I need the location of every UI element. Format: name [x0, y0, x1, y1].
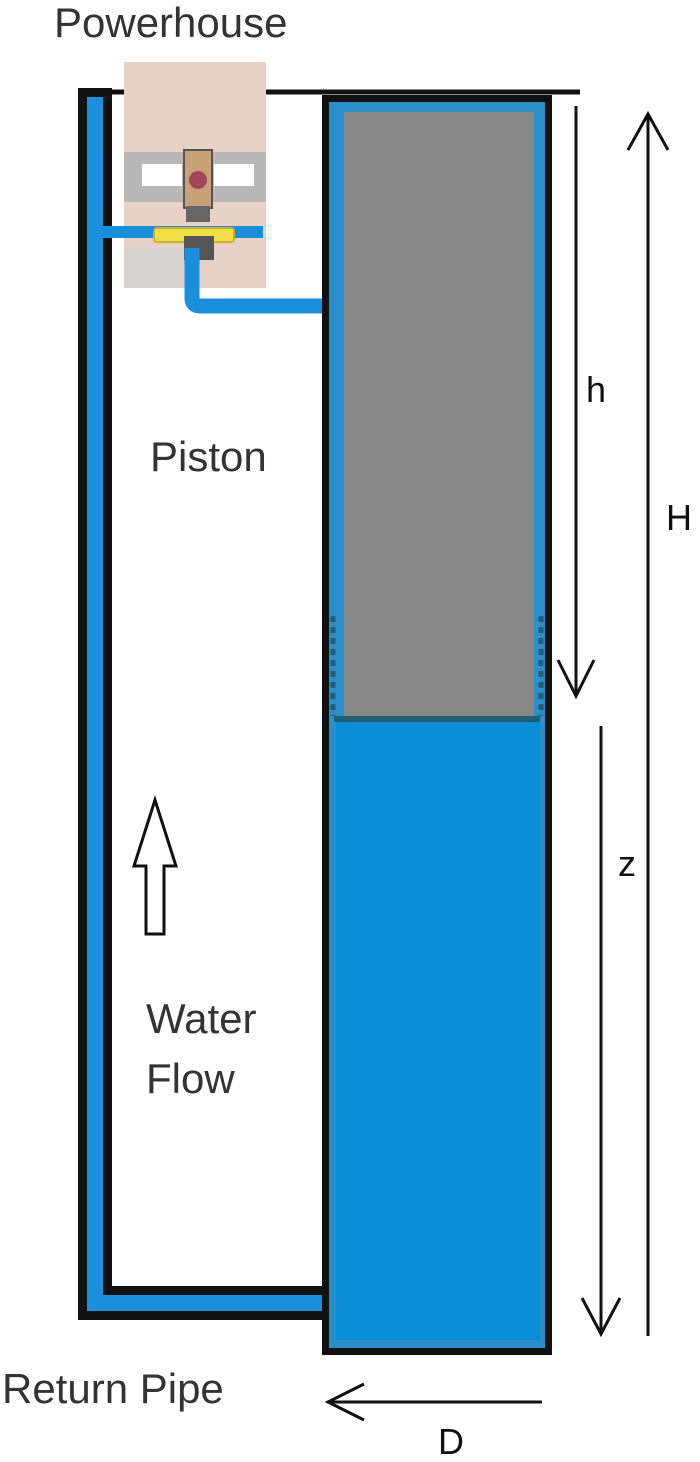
return-pipe — [78, 88, 332, 1320]
dimension-z-label: z — [618, 843, 636, 884]
piston-block — [344, 112, 534, 718]
return-pipe-bottom-water — [87, 1295, 332, 1311]
dimension-H-label: H — [666, 497, 692, 538]
powerhouse-building — [103, 62, 334, 314]
piston-seal — [334, 716, 540, 722]
dimension-z-arrow — [580, 726, 622, 1338]
return-pipe-label: Return Pipe — [2, 1365, 224, 1412]
dimension-h-arrow — [556, 106, 596, 700]
storage-shaft — [322, 95, 552, 1355]
generator-slot-right — [214, 164, 254, 186]
water-column — [336, 722, 540, 1340]
dimension-D-label: D — [438, 1421, 464, 1462]
generator-shaft — [186, 206, 210, 222]
generator-rotor — [189, 171, 207, 189]
generator-slot-left — [142, 164, 182, 186]
piston-label: Piston — [150, 433, 267, 480]
up-arrow-icon — [131, 795, 179, 936]
powerhouse-label: Powerhouse — [54, 0, 288, 46]
dimension-H-arrow — [626, 110, 670, 1336]
return-pipe-left-water — [87, 97, 103, 1311]
return-pipe-inner-edge — [112, 97, 118, 1286]
penstock-pipe — [184, 248, 334, 314]
dimension-h-label: h — [586, 369, 607, 410]
powerhouse-bottom-shade — [124, 248, 184, 288]
water-flow-label-line2: Flow — [146, 1055, 235, 1102]
left-arrow-icon — [324, 1382, 542, 1422]
water-flow-label-line1: Water — [146, 995, 257, 1042]
